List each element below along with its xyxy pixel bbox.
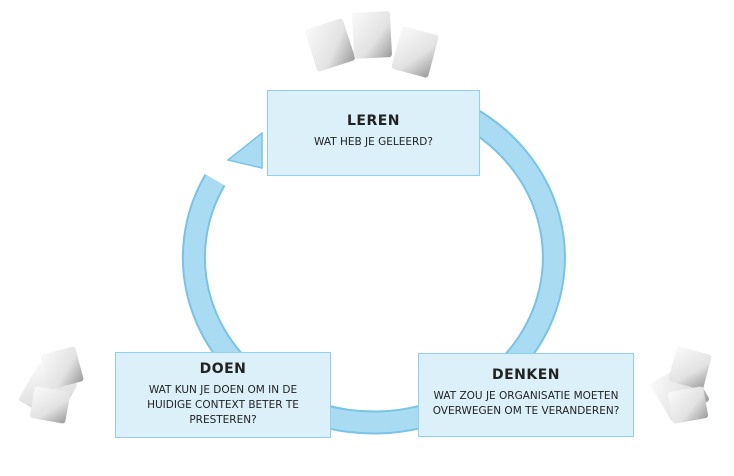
paper-stack-left-icon <box>19 346 84 424</box>
paper-stack-right-icon <box>651 346 712 424</box>
step-title: DOEN <box>199 361 247 377</box>
step-title: LEREN <box>346 113 401 129</box>
step-question: WAT ZOU JE ORGANISATIE MOETEN OVERWEGEN … <box>432 390 620 417</box>
step-box-leren: LEREN WAT HEB JE GELEERD? <box>267 90 480 176</box>
step-question: WAT HEB JE GELEERD? <box>314 136 433 148</box>
step-box-doen: DOEN WAT KUN JE DOEN OM IN DE HUIDIGE CO… <box>115 352 331 438</box>
step-title: DENKEN <box>491 367 561 383</box>
step-question: WAT KUN JE DOEN OM IN DE HUIDIGE CONTEXT… <box>147 384 299 426</box>
step-box-denken: DENKEN WAT ZOU JE ORGANISATIE MOETEN OVE… <box>418 353 634 437</box>
cycle-arrowhead-icon <box>226 131 263 169</box>
paper-stack-top-icon <box>304 11 439 78</box>
